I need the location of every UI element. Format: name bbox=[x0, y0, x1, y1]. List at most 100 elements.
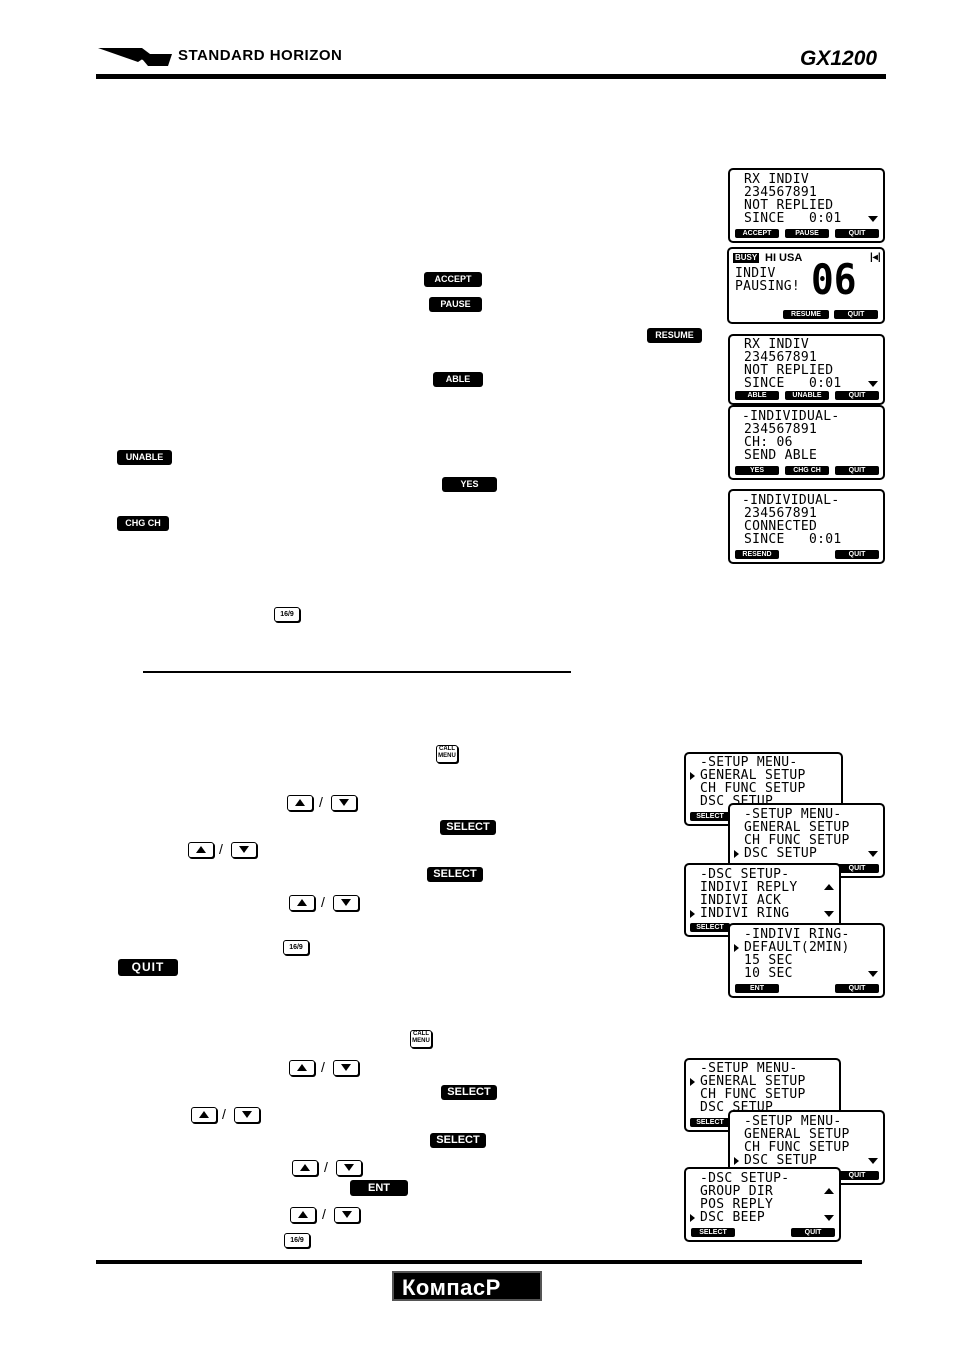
select-button[interactable]: SELECT bbox=[430, 1133, 486, 1148]
standard-horizon-logo-icon bbox=[98, 48, 172, 66]
softkey-quit[interactable]: QUIT bbox=[835, 550, 879, 559]
scroll-down-icon bbox=[824, 911, 834, 917]
slash: / bbox=[219, 841, 223, 857]
lcd-line: RX INDIV bbox=[744, 337, 810, 352]
softkey-quit[interactable]: QUIT bbox=[835, 229, 879, 238]
down-key-icon[interactable] bbox=[234, 1107, 260, 1123]
softkey-chg-ch[interactable]: CHG CH bbox=[785, 466, 829, 475]
select-button[interactable]: SELECT bbox=[427, 867, 483, 882]
section-underline bbox=[143, 671, 571, 673]
scroll-up-icon bbox=[824, 1188, 834, 1194]
model-name: GX1200 bbox=[800, 47, 878, 70]
softkey-quit[interactable]: QUIT bbox=[835, 864, 879, 873]
channel-number: 06 bbox=[811, 255, 857, 304]
pause-button[interactable]: PAUSE bbox=[429, 297, 482, 312]
lcd-line: -INDIVI RING- bbox=[744, 927, 850, 942]
down-key-icon[interactable] bbox=[333, 1060, 359, 1076]
up-key-icon[interactable] bbox=[292, 1160, 318, 1176]
softkey-quit[interactable]: QUIT bbox=[835, 1171, 879, 1180]
lcd-line: GENERAL SETUP bbox=[700, 1074, 806, 1089]
softkey-quit[interactable]: QUIT bbox=[834, 310, 878, 319]
ent-button[interactable]: ENT bbox=[350, 1180, 408, 1196]
slash: / bbox=[319, 794, 323, 810]
able-button[interactable]: ABLE bbox=[433, 372, 483, 387]
softkey-quit[interactable]: QUIT bbox=[835, 984, 879, 993]
softkey-resume[interactable]: RESUME bbox=[783, 310, 829, 319]
scroll-down-icon bbox=[868, 971, 878, 977]
scroll-down-icon bbox=[868, 381, 878, 387]
up-key-icon[interactable] bbox=[287, 795, 313, 811]
softkey-quit[interactable]: QUIT bbox=[835, 391, 879, 400]
down-key-icon[interactable] bbox=[336, 1160, 362, 1176]
slash: / bbox=[222, 1106, 226, 1122]
menu-pointer-icon bbox=[690, 1214, 695, 1222]
scroll-down-icon bbox=[868, 851, 878, 857]
up-key-icon[interactable] bbox=[289, 1060, 315, 1076]
lcd-line: DEFAULT(2MIN) bbox=[744, 940, 850, 955]
lcd-indivi-ring: -INDIVI RING- DEFAULT(2MIN) 15 SEC 10 SE… bbox=[728, 923, 885, 998]
lcd-line: SINCE 0:01 bbox=[744, 211, 842, 226]
accept-button[interactable]: ACCEPT bbox=[424, 272, 482, 287]
softkey-ent[interactable]: ENT bbox=[735, 984, 779, 993]
select-button[interactable]: SELECT bbox=[441, 1085, 497, 1100]
softkey-pause[interactable]: PAUSE bbox=[785, 229, 829, 238]
softkey-select[interactable]: SELECT bbox=[690, 812, 730, 821]
select-button[interactable]: SELECT bbox=[440, 820, 496, 835]
key-16-9-icon[interactable]: 16/9 bbox=[284, 1233, 310, 1248]
lcd-line: CH FUNC SETUP bbox=[744, 833, 850, 848]
up-key-icon[interactable] bbox=[290, 1207, 316, 1223]
power-level: HI USA bbox=[765, 252, 803, 264]
down-key-icon[interactable] bbox=[331, 795, 357, 811]
up-key-icon[interactable] bbox=[289, 895, 315, 911]
lcd-line: 234567891 bbox=[744, 350, 818, 365]
chg-ch-button[interactable]: CHG CH bbox=[117, 516, 169, 531]
softkey-resend[interactable]: RESEND bbox=[735, 550, 779, 559]
resume-button[interactable]: RESUME bbox=[647, 328, 702, 343]
lcd-line: -DSC SETUP- bbox=[700, 1171, 790, 1186]
softkey-select[interactable]: SELECT bbox=[691, 1228, 735, 1237]
quit-button[interactable]: QUIT bbox=[118, 959, 178, 976]
lcd-line: POS REPLY bbox=[700, 1197, 774, 1212]
key-16-9-icon[interactable]: 16/9 bbox=[274, 607, 300, 622]
softkey-unable[interactable]: UNABLE bbox=[785, 391, 829, 400]
lcd-line: 234567891 bbox=[744, 422, 818, 437]
lcd-line: INDIVI RING bbox=[700, 906, 790, 921]
lcd-line: GROUP DIR bbox=[700, 1184, 774, 1199]
menu-pointer-icon bbox=[690, 910, 695, 918]
key-16-9-icon[interactable]: 16/9 bbox=[283, 940, 309, 955]
brand-name: STANDARD HORIZON bbox=[178, 47, 343, 64]
down-key-icon[interactable] bbox=[333, 895, 359, 911]
lcd-line: NOT REPLIED bbox=[744, 363, 834, 378]
lcd-line: -SETUP MENU- bbox=[744, 1114, 842, 1129]
menu-pointer-icon bbox=[734, 1157, 739, 1165]
softkey-quit[interactable]: QUIT bbox=[791, 1228, 835, 1237]
up-key-icon[interactable] bbox=[191, 1107, 217, 1123]
down-key-icon[interactable] bbox=[231, 842, 257, 858]
softkey-quit[interactable]: QUIT bbox=[835, 466, 879, 475]
up-key-icon[interactable] bbox=[188, 842, 214, 858]
yes-button[interactable]: YES bbox=[442, 477, 497, 492]
softkey-yes[interactable]: YES bbox=[735, 466, 779, 475]
scroll-down-icon bbox=[824, 1215, 834, 1221]
softkey-select[interactable]: SELECT bbox=[690, 1118, 730, 1127]
unable-button[interactable]: UNABLE bbox=[117, 450, 172, 465]
scan-icon: |◂| bbox=[870, 252, 881, 263]
softkey-select[interactable]: SELECT bbox=[690, 923, 730, 932]
scroll-up-icon bbox=[824, 884, 834, 890]
lcd-line: -SETUP MENU- bbox=[700, 1061, 798, 1076]
header-rule bbox=[96, 74, 886, 79]
lcd-line: -INDIVIDUAL- bbox=[742, 493, 840, 508]
lcd-individual-send: -INDIVIDUAL- 234567891 CH: 06 SEND ABLE … bbox=[728, 405, 885, 480]
softkey-accept[interactable]: ACCEPT bbox=[735, 229, 779, 238]
lcd-line: INDIVI REPLY bbox=[700, 880, 798, 895]
menu-pointer-icon bbox=[690, 772, 695, 780]
lcd-line: -INDIVIDUAL- bbox=[742, 409, 840, 424]
lcd-line: -DSC SETUP- bbox=[700, 867, 790, 882]
softkey-able[interactable]: ABLE bbox=[735, 391, 779, 400]
lcd-line: INDIV bbox=[735, 266, 776, 281]
down-key-icon[interactable] bbox=[334, 1207, 360, 1223]
lcd-line: DSC SETUP bbox=[744, 1153, 818, 1168]
scroll-down-icon bbox=[868, 1158, 878, 1164]
